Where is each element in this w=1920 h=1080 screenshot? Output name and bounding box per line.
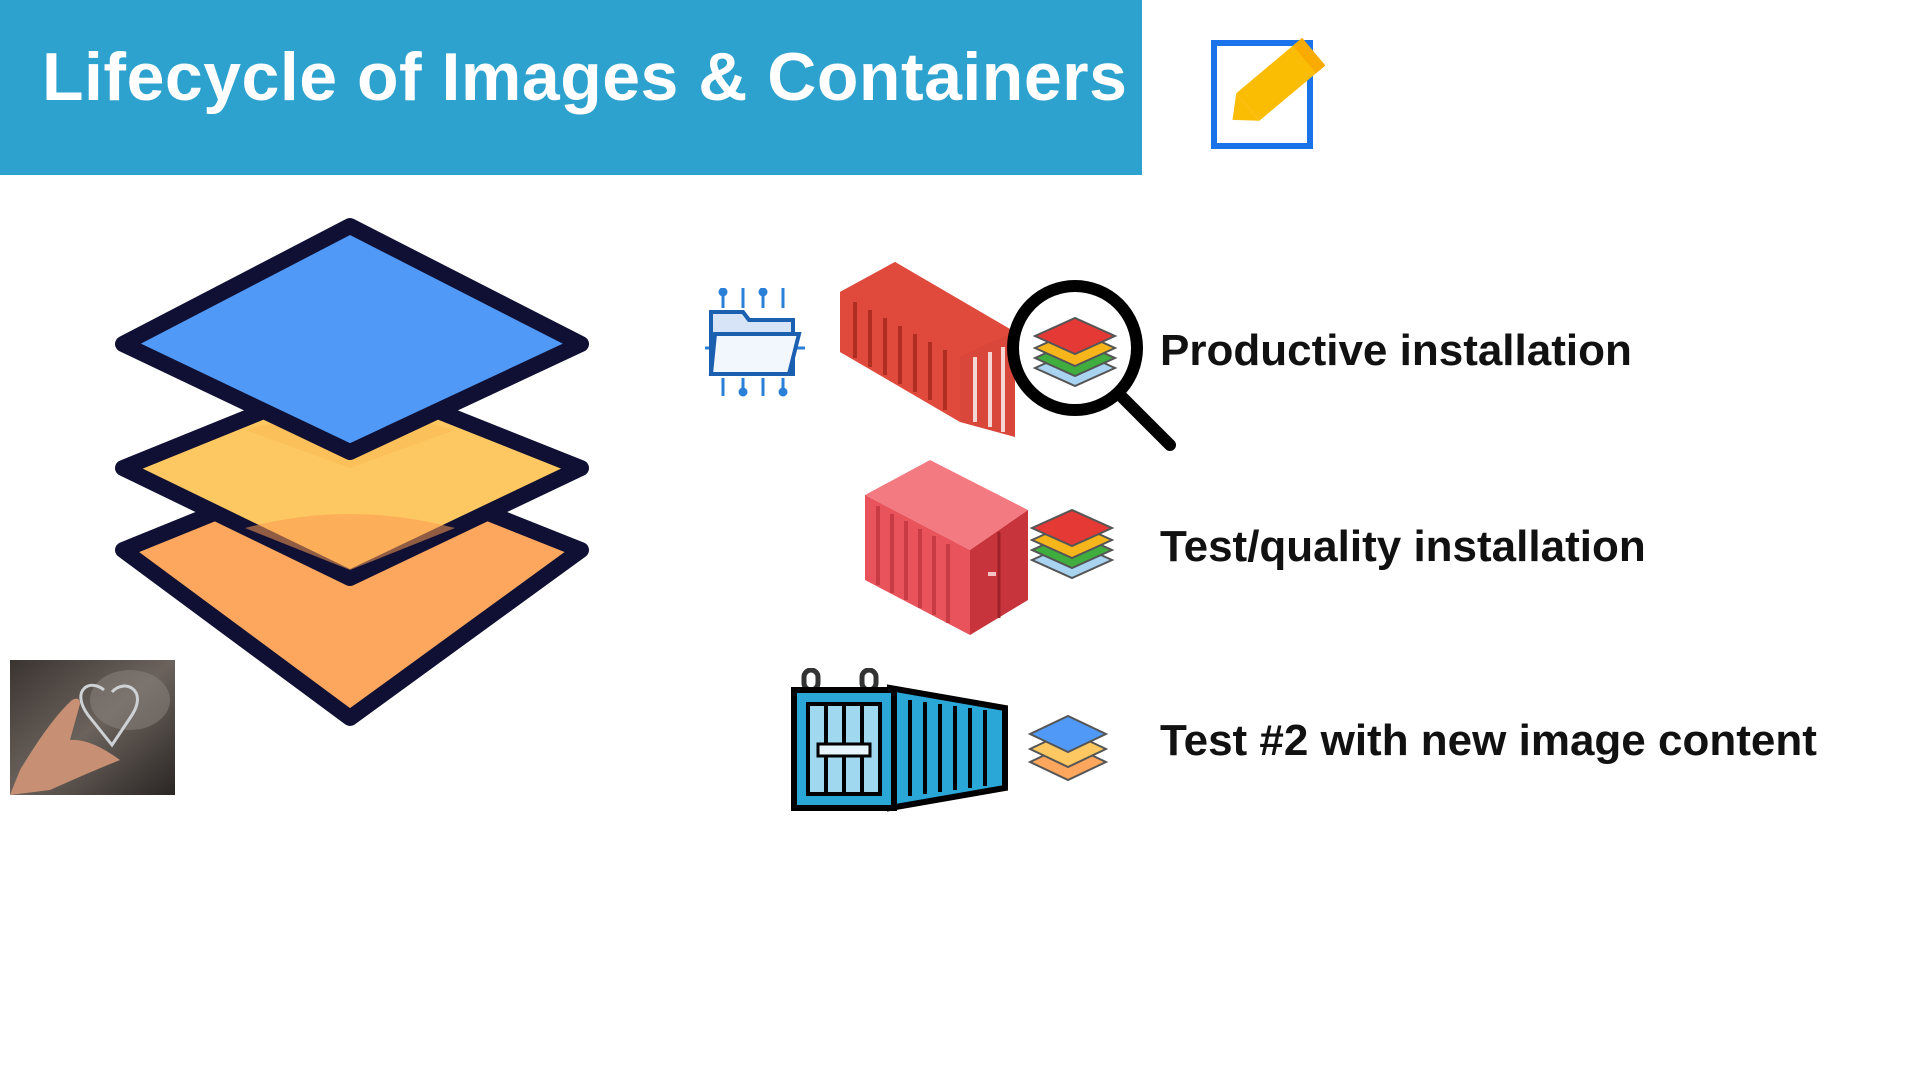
row-label-test-quality: Test/quality installation <box>1160 522 1646 571</box>
edit-note-icon <box>1211 37 1326 149</box>
digital-folder-icon <box>705 288 805 397</box>
row-label-productive: Productive installation <box>1160 326 1632 375</box>
row-label-test-2: Test #2 with new image content <box>1160 716 1817 765</box>
pink-container-icon <box>865 460 1028 635</box>
layers-stack-icon <box>115 218 589 726</box>
slide-title: Lifecycle of Images & Containers <box>42 39 1128 115</box>
photo-thumbnail <box>10 660 175 795</box>
blue-container-icon <box>791 668 1008 812</box>
layers-icon <box>1032 316 1118 388</box>
magnifier-icon <box>1007 280 1176 451</box>
layers-icon <box>1030 508 1115 580</box>
red-container-icon <box>840 262 1015 437</box>
layers-icon <box>1028 714 1108 782</box>
title-bar: Lifecycle of Images & Containers <box>0 0 1142 175</box>
